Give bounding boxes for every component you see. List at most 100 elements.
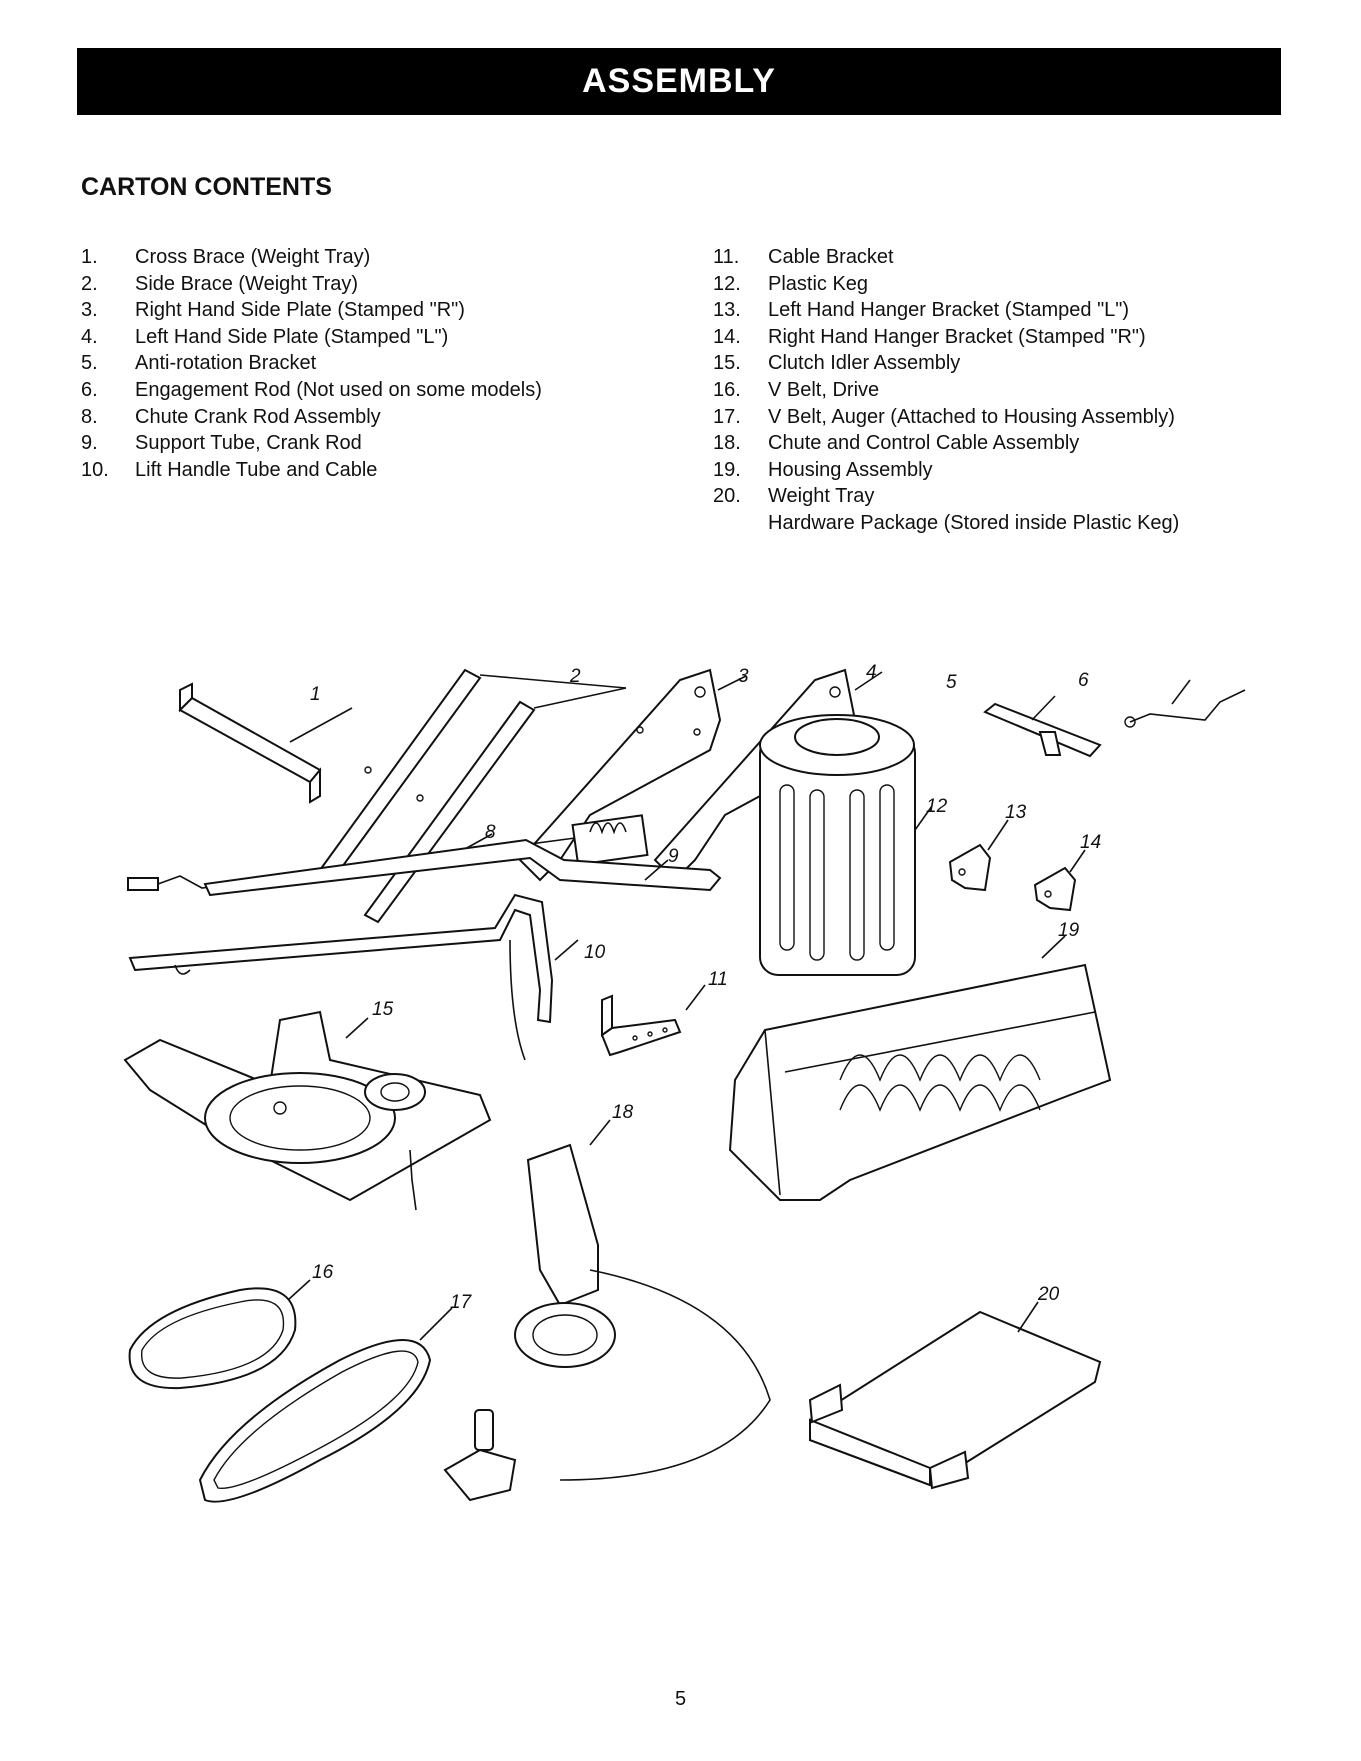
list-item: 16. V Belt, Drive <box>713 377 1313 404</box>
item-number: 2. <box>81 272 98 295</box>
section-title: CARTON CONTENTS <box>81 173 332 201</box>
callout-12: 12 <box>926 796 948 817</box>
item-text: V Belt, Drive <box>768 378 880 401</box>
list-item: 19. Housing Assembly <box>713 457 1313 484</box>
item-text: Right Hand Side Plate (Stamped "R") <box>135 299 465 322</box>
callout-6: 6 <box>1078 670 1089 691</box>
item-number: 20. <box>713 485 741 508</box>
item-text: Left Hand Hanger Bracket (Stamped "L") <box>768 299 1130 322</box>
callout-2: 2 <box>569 666 581 687</box>
item-text: Chute and Control Cable Assembly <box>768 432 1080 455</box>
item-text: Left Hand Side Plate (Stamped "L") <box>135 325 449 348</box>
callout-9: 9 <box>668 846 679 867</box>
list-item: 1. Cross Brace (Weight Tray) <box>81 244 681 271</box>
list-item: 3. Right Hand Side Plate (Stamped "R") <box>81 297 681 324</box>
item-text: Cable Bracket <box>768 246 894 268</box>
callout-10: 10 <box>584 942 606 963</box>
item-text: Housing Assembly <box>768 458 933 481</box>
item-text: Plastic Keg <box>768 272 869 295</box>
parts-illustration: 1 2 3 4 5 6 8 9 10 11 12 13 14 15 16 17 … <box>123 662 1246 1503</box>
parts-diagram: 1 2 3 4 5 6 8 9 10 11 12 13 14 15 16 17 … <box>120 640 1260 1670</box>
item-text: Chute Crank Rod Assembly <box>135 405 381 428</box>
part-engagement-rod <box>1124 679 1246 728</box>
list-item: 10. Lift Handle Tube and Cable <box>81 457 681 484</box>
item-text: Engagement Rod (Not used on some models) <box>135 378 542 401</box>
list-item: Hardware Package (Stored inside Plastic … <box>713 510 1313 537</box>
contents-list-right: 11. Cable Bracket 12. Plastic Keg 13. Left … <box>713 244 1313 537</box>
part-hanger-bracket-left <box>948 819 1009 892</box>
callout-8: 8 <box>485 822 496 843</box>
callout-1: 1 <box>310 684 321 705</box>
part-anti-rotation-bracket <box>983 695 1102 758</box>
list-item: 13. Left Hand Hanger Bracket (Stamped "L"… <box>713 297 1313 324</box>
part-hanger-bracket-right <box>1033 849 1086 912</box>
item-number: 3. <box>81 299 98 322</box>
item-text: Lift Handle Tube and Cable <box>135 458 378 481</box>
page-title: ASSEMBLY <box>582 62 776 100</box>
part-clutch-idler-assembly <box>123 1010 492 1211</box>
item-number: 9. <box>81 432 98 455</box>
item-number: 15. <box>713 352 741 375</box>
item-number: 11. <box>713 246 740 268</box>
list-item: 9. Support Tube, Crank Rod <box>81 430 681 457</box>
list-item: 5. Anti-rotation Bracket <box>81 350 681 377</box>
part-auger-belt <box>198 1307 453 1503</box>
item-number: 4. <box>81 325 98 348</box>
callout-5: 5 <box>946 672 957 693</box>
part-chute-crank-rod <box>127 814 649 891</box>
part-cable-bracket <box>600 984 706 1057</box>
item-text: Hardware Package (Stored inside Plastic … <box>768 511 1180 534</box>
item-text: Side Brace (Weight Tray) <box>135 272 359 295</box>
list-item: 8. Chute Crank Rod Assembly <box>81 404 681 431</box>
callout-14: 14 <box>1080 832 1101 853</box>
item-number: 17. <box>713 405 741 428</box>
item-text: Weight Tray <box>768 485 875 508</box>
callout-3: 3 <box>738 666 749 687</box>
callout-19: 19 <box>1058 920 1080 941</box>
part-plastic-keg <box>759 714 933 976</box>
callout-17: 17 <box>450 1292 473 1313</box>
list-item: 2. Side Brace (Weight Tray) <box>81 271 681 298</box>
item-number: 14. <box>713 325 741 348</box>
item-text: Clutch Idler Assembly <box>768 352 961 375</box>
list-item: 18. Chute and Control Cable Assembly <box>713 430 1313 457</box>
list-item: 11. Cable Bracket <box>713 244 1313 271</box>
part-weight-tray <box>808 1301 1102 1490</box>
item-number: 13. <box>713 299 741 322</box>
list-item: 20. Weight Tray <box>713 483 1313 510</box>
item-number: 5. <box>81 352 98 375</box>
item-number: 10. <box>81 458 109 481</box>
callout-13: 13 <box>1005 802 1027 823</box>
part-chute-control-cable <box>443 1119 771 1502</box>
callout-11: 11 <box>708 969 728 990</box>
item-text: Right Hand Hanger Bracket (Stamped "R") <box>768 325 1146 348</box>
callout-18: 18 <box>612 1102 634 1123</box>
item-text: Support Tube, Crank Rod <box>135 432 362 455</box>
item-number: 8. <box>81 405 98 428</box>
item-number: 16. <box>713 378 741 401</box>
item-number: 18. <box>713 432 741 455</box>
item-number: 12. <box>713 272 741 295</box>
callout-4: 4 <box>866 662 877 683</box>
item-text: V Belt, Auger (Attached to Housing Assem… <box>768 405 1175 428</box>
part-lift-handle-tube <box>128 893 579 1061</box>
page-number: 5 <box>674 1688 687 1710</box>
callout-20: 20 <box>1037 1284 1060 1305</box>
item-text: Anti-rotation Bracket <box>135 352 317 375</box>
list-item: 6. Engagement Rod (Not used on some model… <box>81 377 681 404</box>
part-side-plate-right <box>518 668 747 882</box>
part-cross-brace <box>178 682 353 804</box>
item-text: Cross Brace (Weight Tray) <box>135 246 371 268</box>
callout-16: 16 <box>312 1262 334 1283</box>
item-number: 6. <box>81 378 98 401</box>
part-drive-belt <box>128 1279 311 1390</box>
list-item: 14. Right Hand Hanger Bracket (Stamped "R… <box>713 324 1313 351</box>
part-support-tube <box>203 838 722 897</box>
page-title-banner: ASSEMBLY <box>77 48 1281 115</box>
list-item: 12. Plastic Keg <box>713 271 1313 298</box>
list-item: 17. V Belt, Auger (Attached to Housing As… <box>713 404 1313 431</box>
part-housing-assembly <box>728 935 1112 1201</box>
item-number: 1. <box>81 246 98 268</box>
callout-15: 15 <box>372 999 394 1020</box>
item-number: 19. <box>713 458 741 481</box>
